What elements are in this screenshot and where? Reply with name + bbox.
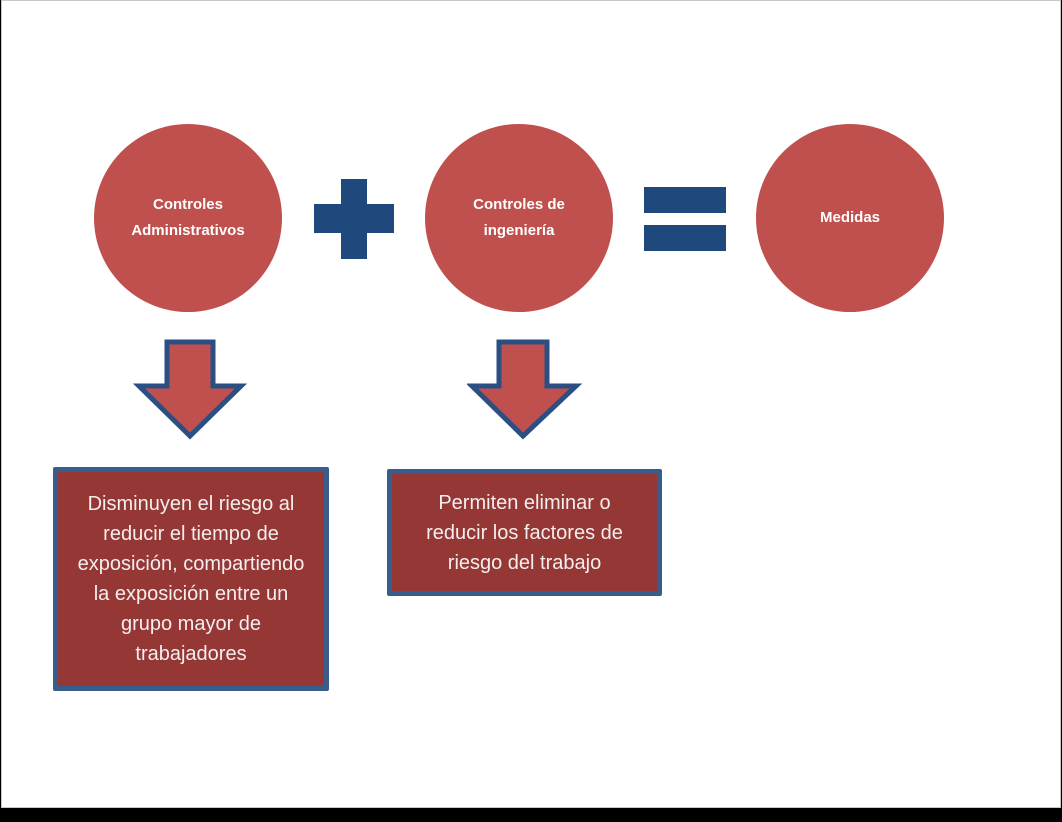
- circle-label: Medidas: [819, 209, 880, 226]
- down-arrow-icon: [467, 339, 583, 440]
- box-text: Permiten eliminar o reducir los factores…: [426, 491, 623, 574]
- circle-label: Controles Administrativos: [131, 196, 245, 239]
- box-text: Disminuyen el riesgo al reducir el tiemp…: [77, 493, 305, 665]
- circle-controles-ingenieria: Controles de ingeniería: [425, 124, 613, 312]
- description-box-administrativos: Disminuyen el riesgo al reducir el tiemp…: [53, 467, 329, 691]
- circle-label: Controles de ingeniería: [473, 196, 565, 239]
- description-box-ingenieria: Permiten eliminar o reducir los factores…: [387, 469, 662, 596]
- down-arrow-icon: [132, 339, 248, 440]
- circle-controles-administrativos: Controles Administrativos: [94, 124, 282, 312]
- circle-medidas: Medidas: [756, 124, 944, 312]
